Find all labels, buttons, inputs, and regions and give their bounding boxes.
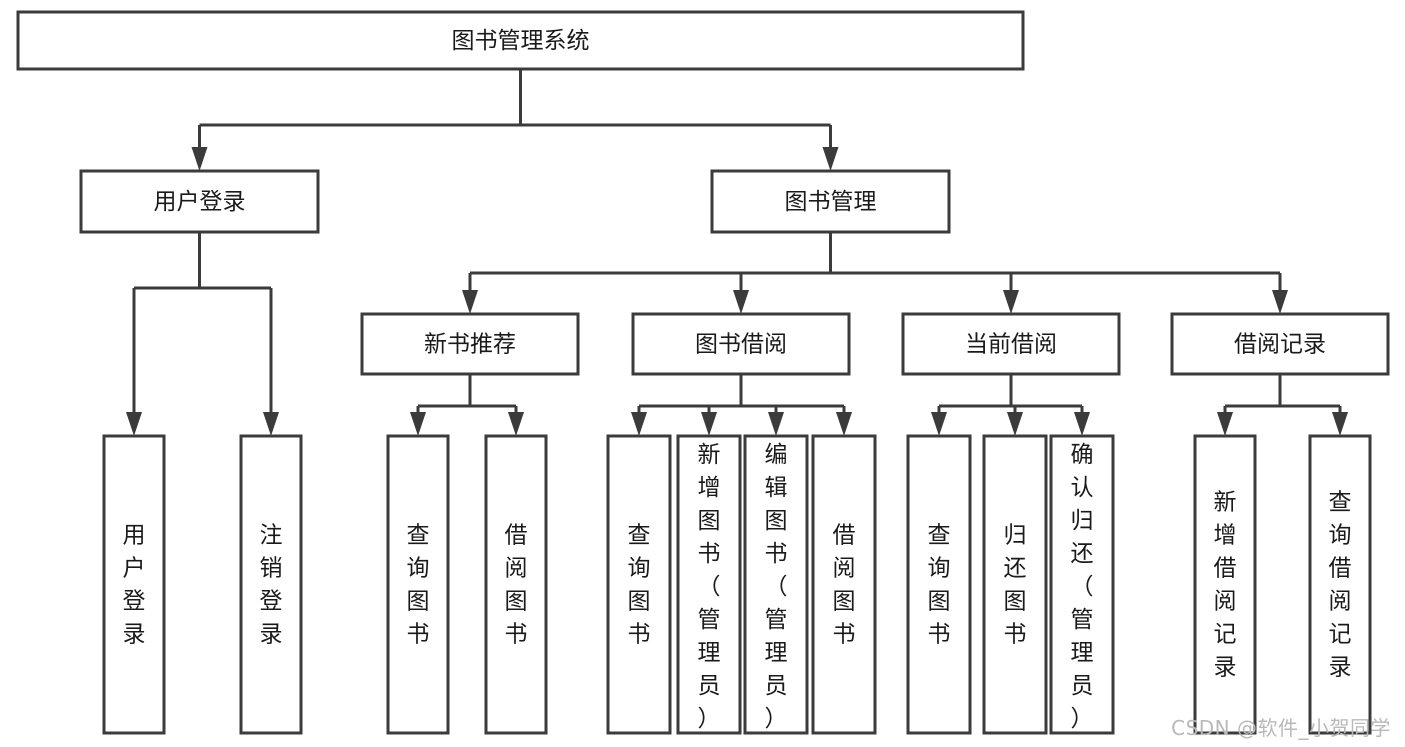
- node-borrow-query-book[interactable]: 查询图书: [606, 434, 672, 735]
- node-label-recommend-query-book: 查询图书: [407, 523, 430, 648]
- node-book-borrow[interactable]: 图书借阅: [631, 312, 851, 376]
- node-recommend-query-book[interactable]: 查询图书: [386, 434, 450, 735]
- node-current-confirm-return[interactable]: 确认归还（管理员）: [1049, 434, 1115, 735]
- node-box-user-login[interactable]: [79, 169, 320, 234]
- node-label-user-login: 用户登录: [154, 189, 246, 215]
- node-user-login[interactable]: 用户登录: [79, 169, 320, 234]
- node-box-borrow-borrow-book[interactable]: [811, 434, 877, 735]
- node-borrow-edit-book[interactable]: 编辑图书（管理员）: [743, 434, 809, 735]
- node-record-add[interactable]: 新增借阅记录: [1193, 434, 1257, 735]
- arrow-head-icon: [1007, 412, 1023, 436]
- node-box-root[interactable]: [16, 10, 1025, 71]
- node-box-record-add[interactable]: [1193, 434, 1257, 735]
- node-label-borrow-query-book: 查询图书: [628, 523, 651, 648]
- node-current-borrow[interactable]: 当前借阅: [901, 312, 1121, 376]
- node-box-current-query-book[interactable]: [906, 434, 972, 735]
- node-label-new-book-recommend: 新书推荐: [424, 332, 516, 358]
- csdn-watermark: CSDN @软件_小贺同学: [1171, 716, 1391, 740]
- node-label-record-add: 新增借阅记录: [1214, 490, 1237, 681]
- arrow-head-icon: [1074, 412, 1090, 436]
- node-record-query[interactable]: 查询借阅记录: [1308, 434, 1372, 735]
- node-box-recommend-borrow-book[interactable]: [484, 434, 548, 735]
- node-book-manage[interactable]: 图书管理: [710, 169, 951, 234]
- arrow-head-icon: [733, 290, 749, 314]
- node-box-borrow-edit-book[interactable]: [743, 434, 809, 735]
- arrow-head-icon: [768, 412, 784, 436]
- node-borrow-borrow-book[interactable]: 借阅图书: [811, 434, 877, 735]
- node-current-query-book[interactable]: 查询图书: [906, 434, 972, 735]
- arrow-head-icon: [462, 290, 478, 314]
- node-box-user-login-login[interactable]: [102, 434, 166, 735]
- arrow-head-icon: [126, 412, 142, 436]
- node-label-current-borrow: 当前借阅: [965, 332, 1057, 358]
- node-box-book-borrow[interactable]: [631, 312, 851, 376]
- node-box-borrow-add-book[interactable]: [676, 434, 742, 735]
- node-label-root: 图书管理系统: [452, 28, 590, 54]
- arrow-head-icon: [1217, 412, 1233, 436]
- node-label-borrow-add-book: 新增图书（管理员）: [698, 442, 721, 732]
- node-label-user-login-logout: 注销登录: [260, 523, 283, 648]
- arrow-head-icon: [822, 147, 839, 171]
- arrow-head-icon: [1332, 412, 1348, 436]
- arrow-head-icon: [931, 412, 947, 436]
- node-current-return-book[interactable]: 归还图书: [982, 434, 1048, 735]
- arrow-head-icon: [191, 147, 208, 171]
- node-box-record-query[interactable]: [1308, 434, 1372, 735]
- node-label-borrow-edit-book: 编辑图书（管理员）: [765, 442, 788, 732]
- arrow-head-icon: [631, 412, 647, 436]
- node-label-user-login-login: 用户登录: [123, 523, 146, 648]
- node-label-book-borrow: 图书借阅: [695, 332, 787, 358]
- node-label-current-query-book: 查询图书: [928, 523, 951, 648]
- node-label-current-confirm-return: 确认归还（管理员）: [1071, 442, 1094, 732]
- arrow-head-icon: [508, 412, 524, 436]
- node-box-current-borrow[interactable]: [901, 312, 1121, 376]
- node-label-book-manage: 图书管理: [785, 189, 877, 215]
- arrow-head-icon: [410, 412, 426, 436]
- node-box-book-manage[interactable]: [710, 169, 951, 234]
- node-box-user-login-logout[interactable]: [239, 434, 303, 735]
- node-box-borrow-query-book[interactable]: [606, 434, 672, 735]
- arrow-head-icon: [701, 412, 717, 436]
- node-box-current-confirm-return[interactable]: [1049, 434, 1115, 735]
- connector-layer: [126, 69, 1348, 436]
- node-box-current-return-book[interactable]: [982, 434, 1048, 735]
- node-label-recommend-borrow-book: 借阅图书: [505, 523, 528, 648]
- node-box-recommend-query-book[interactable]: [386, 434, 450, 735]
- arrow-head-icon: [1272, 290, 1288, 314]
- node-label-borrow-borrow-book: 借阅图书: [833, 523, 856, 648]
- node-borrow-record[interactable]: 借阅记录: [1170, 312, 1390, 376]
- node-borrow-add-book[interactable]: 新增图书（管理员）: [676, 434, 742, 735]
- node-box-new-book-recommend[interactable]: [360, 312, 580, 376]
- node-label-borrow-record: 借阅记录: [1234, 332, 1326, 358]
- node-root[interactable]: 图书管理系统: [16, 10, 1025, 71]
- node-label-current-return-book: 归还图书: [1004, 523, 1027, 648]
- node-box-borrow-record[interactable]: [1170, 312, 1390, 376]
- node-recommend-borrow-book[interactable]: 借阅图书: [484, 434, 548, 735]
- node-new-book-recommend[interactable]: 新书推荐: [360, 312, 580, 376]
- node-user-login-logout[interactable]: 注销登录: [239, 434, 303, 735]
- arrow-head-icon: [836, 412, 852, 436]
- node-user-login-login[interactable]: 用户登录: [102, 434, 166, 735]
- node-layer: 图书管理系统用户登录图书管理用户登录注销登录新书推荐图书借阅当前借阅借阅记录查询…: [16, 10, 1390, 735]
- arrow-head-icon: [263, 412, 279, 436]
- arrow-head-icon: [1003, 290, 1019, 314]
- node-label-record-query: 查询借阅记录: [1329, 490, 1352, 681]
